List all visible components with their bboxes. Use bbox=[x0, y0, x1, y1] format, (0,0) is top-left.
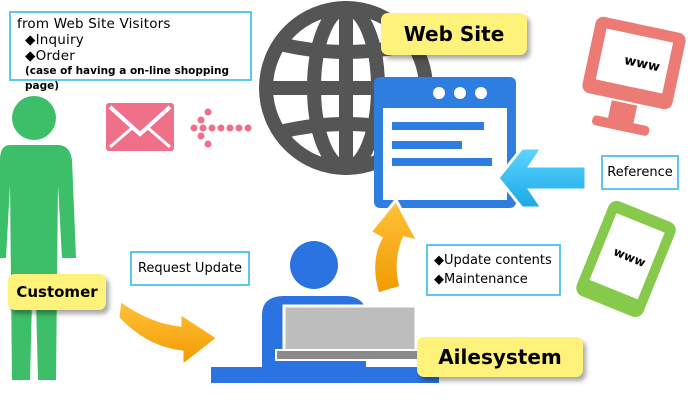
monitor-icon bbox=[582, 16, 686, 136]
customer-figure bbox=[0, 96, 76, 380]
customer-label-text: Customer bbox=[16, 283, 98, 301]
mail-icon bbox=[106, 103, 174, 151]
visitors-note: (case of having a on-line shopping page) bbox=[25, 65, 230, 92]
update-contents-arrow bbox=[367, 197, 421, 296]
request-update-box: Request Update bbox=[130, 251, 250, 286]
ailesystem-label-text: Ailesystem bbox=[438, 345, 562, 369]
visitors-title: from Web Site Visitors bbox=[17, 16, 171, 32]
update-maintenance-box: ◆Update contents ◆Maintenance bbox=[426, 244, 561, 296]
update-item-maintenance: ◆Maintenance bbox=[434, 272, 528, 287]
visitors-item-inquiry: ◆Inquiry bbox=[25, 32, 84, 48]
reference-label: Reference bbox=[607, 165, 673, 180]
visitors-info-box: from Web Site Visitors ◆Inquiry ◆Order (… bbox=[9, 11, 252, 92]
monitor-www-text: www bbox=[623, 53, 661, 75]
mail-dotted-arrow bbox=[190, 108, 252, 148]
request-update-label: Request Update bbox=[137, 261, 243, 276]
website-label: Web Site bbox=[381, 13, 527, 55]
update-item-contents: ◆Update contents bbox=[434, 253, 552, 268]
reference-box: Reference bbox=[601, 155, 679, 190]
website-label-text: Web Site bbox=[403, 22, 505, 46]
browser-window-icon bbox=[374, 77, 516, 208]
ailesystem-worker-figure bbox=[211, 241, 439, 383]
customer-label: Customer bbox=[8, 274, 106, 310]
request-update-arrow bbox=[116, 297, 221, 370]
ailesystem-label: Ailesystem bbox=[417, 337, 583, 377]
visitors-item-order: ◆Order bbox=[25, 48, 75, 64]
phone-icon bbox=[576, 200, 676, 318]
reference-arrow bbox=[496, 146, 588, 210]
